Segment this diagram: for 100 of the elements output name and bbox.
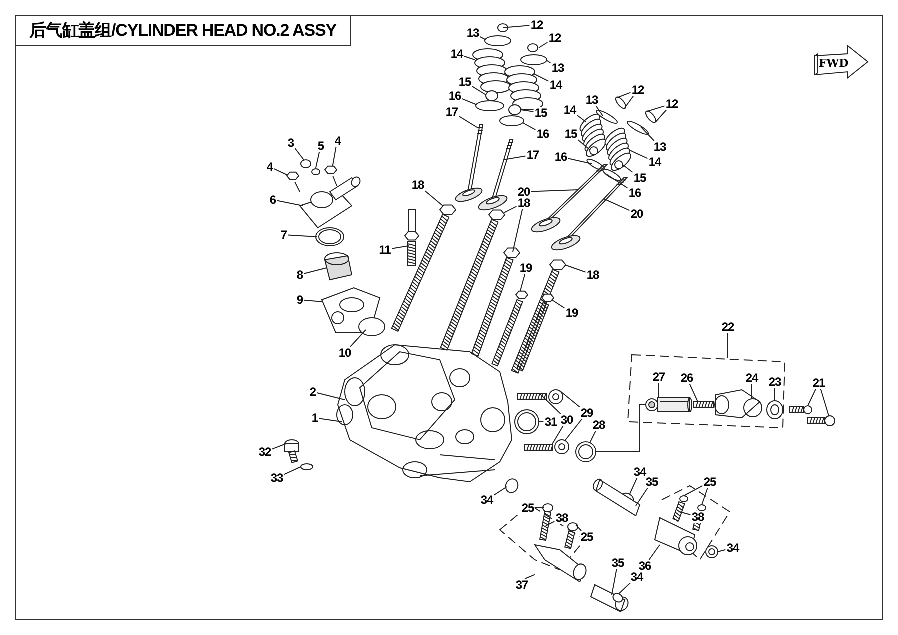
washer xyxy=(312,168,320,176)
callout-number: 25 xyxy=(520,502,536,514)
callout-number: 38 xyxy=(554,512,570,524)
leader-line xyxy=(648,544,660,560)
leader-line xyxy=(530,190,578,192)
spring-seat xyxy=(500,116,524,126)
valve xyxy=(551,178,628,251)
cap-nut xyxy=(554,440,570,454)
callout-number: 5 xyxy=(316,140,326,152)
spring-retainer xyxy=(484,36,512,46)
leader-line xyxy=(462,98,478,106)
housing-cover xyxy=(299,176,361,229)
leader-line xyxy=(522,122,536,131)
o-ring xyxy=(576,442,596,462)
callout-number: 12 xyxy=(530,19,544,31)
adjusting-screw xyxy=(672,502,686,522)
callout-number: 31 xyxy=(544,416,558,428)
leader-line xyxy=(424,190,444,206)
leader-line xyxy=(546,521,556,526)
leader-line xyxy=(288,234,318,238)
callout-number: 2 xyxy=(308,386,318,398)
plug xyxy=(300,160,312,168)
valve xyxy=(455,124,484,202)
spring-seat xyxy=(602,168,622,182)
leader-line xyxy=(520,110,534,112)
leader-line xyxy=(540,394,562,414)
callout-number: 7 xyxy=(280,229,288,241)
leader-line xyxy=(512,208,524,252)
callout-number: 16 xyxy=(554,151,568,163)
callout-number: 13 xyxy=(550,62,566,74)
callout-number: 16 xyxy=(628,187,642,199)
callout-number: 35 xyxy=(610,557,626,569)
spring xyxy=(694,402,714,408)
leader-line xyxy=(564,418,583,442)
valve-spring xyxy=(504,66,544,110)
leader-line xyxy=(318,418,342,422)
cylinder-head xyxy=(336,344,513,483)
valve-seal xyxy=(508,104,522,116)
callout-number: 32 xyxy=(258,446,272,458)
leader-line xyxy=(640,126,655,142)
callout-number: 34 xyxy=(726,542,740,554)
leader-line xyxy=(504,156,526,160)
callout-number: 33 xyxy=(270,472,284,484)
leader-line xyxy=(630,478,638,494)
callout-number: 14 xyxy=(648,156,662,168)
leader-line xyxy=(616,92,632,98)
rocker-shaft xyxy=(592,478,641,517)
leader-line xyxy=(472,86,486,96)
leader-line xyxy=(494,486,508,496)
callout-number: 17 xyxy=(444,106,460,118)
callout-number: 28 xyxy=(592,419,606,431)
leader-line xyxy=(689,384,698,402)
spring-retainer xyxy=(596,110,618,124)
spring-retainer xyxy=(627,120,649,136)
leader-line xyxy=(612,568,618,596)
callout-number: 16 xyxy=(448,90,462,102)
o-ring xyxy=(316,228,344,246)
callout-number: 6 xyxy=(268,194,278,206)
seal-ring xyxy=(514,410,540,434)
callout-number: 15 xyxy=(564,128,578,140)
rocker-arm xyxy=(534,544,587,583)
title: 后气缸盖组/CYLINDER HEAD NO.2 ASSY xyxy=(15,15,351,46)
callout-number: 12 xyxy=(664,98,680,110)
callout-number: 12 xyxy=(630,84,646,96)
washer xyxy=(505,478,519,494)
bolt xyxy=(790,406,812,414)
bolt xyxy=(511,260,567,374)
callout-number: 15 xyxy=(632,172,648,184)
washer xyxy=(300,464,314,470)
leader-line xyxy=(520,274,526,292)
leader-line xyxy=(316,392,346,400)
leader-line xyxy=(480,36,486,40)
leader-line xyxy=(702,488,708,506)
callout-number: 22 xyxy=(720,321,736,333)
valve-seal xyxy=(486,90,498,102)
valve-keeper xyxy=(615,96,627,110)
callout-number: 4 xyxy=(334,135,342,147)
leader-line xyxy=(624,96,634,108)
leader-line xyxy=(628,150,648,160)
leader-line xyxy=(820,388,830,416)
leader-line xyxy=(576,114,586,122)
callout-number: 29 xyxy=(580,407,594,419)
callout-number: 14 xyxy=(562,104,578,116)
callout-number: 3 xyxy=(286,137,296,149)
valve-keeper xyxy=(498,24,508,32)
leader-line xyxy=(646,106,666,112)
bolt xyxy=(440,210,506,351)
leader-line xyxy=(560,390,580,408)
leader-line xyxy=(502,25,530,28)
stud xyxy=(492,290,529,367)
leader-line xyxy=(590,430,596,444)
leader-line xyxy=(596,106,604,116)
leader-line xyxy=(391,246,410,250)
bolt xyxy=(324,166,338,186)
o-ring xyxy=(744,398,762,418)
bolt xyxy=(808,416,836,426)
leader-line xyxy=(274,168,288,176)
plunger xyxy=(646,398,692,412)
callout-number: 38 xyxy=(690,511,706,523)
bolt xyxy=(471,248,521,358)
